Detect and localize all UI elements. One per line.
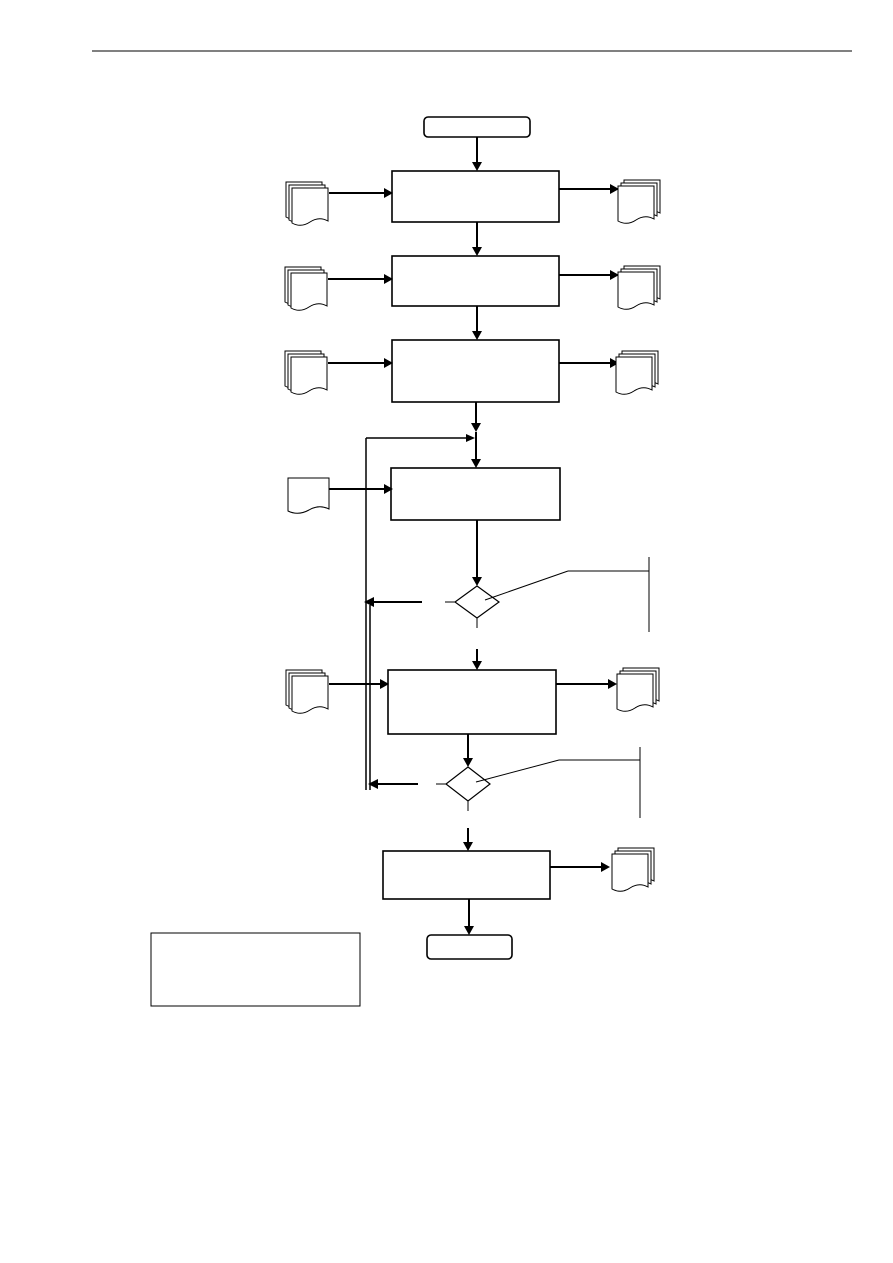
- input-document-stack-1: [285, 181, 329, 226]
- decision-1: [453, 585, 501, 619]
- output-document-stack-3: [615, 350, 659, 395]
- legend-box: [150, 932, 361, 1007]
- process-step-6: [382, 850, 551, 900]
- end-terminator: [426, 934, 513, 960]
- process-step-2: [391, 255, 560, 307]
- process-step-3: [391, 339, 560, 403]
- output-document-stack-4: [616, 667, 660, 712]
- process-step-5: [387, 669, 557, 735]
- input-document-stack-4: [285, 669, 329, 714]
- decision-2: [445, 766, 491, 802]
- input-document-stack-2: [284, 266, 328, 311]
- input-document-stack-3: [284, 350, 328, 395]
- process-step-4: [390, 467, 561, 521]
- output-document-stack-1: [617, 179, 661, 224]
- start-terminator: [423, 116, 531, 138]
- decision-1-annotation: [484, 557, 650, 632]
- output-document-stack-5: [611, 847, 655, 892]
- input-document-single: [287, 477, 330, 514]
- decision-2-annotation: [475, 747, 641, 818]
- process-step-1: [391, 170, 560, 223]
- loop-back-path: [365, 434, 475, 790]
- output-document-stack-2: [617, 265, 661, 310]
